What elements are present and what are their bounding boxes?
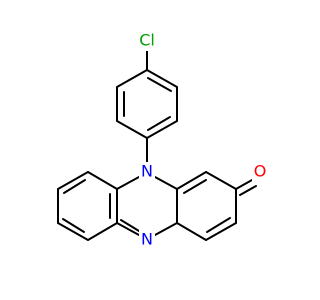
double-bond-rc-o (239, 185, 257, 196)
bond-re-rf (176, 222, 207, 241)
left-benzene-ring (57, 171, 118, 241)
oxygen-label: O (254, 162, 267, 181)
atom-labels: Cl N N O (137, 31, 268, 250)
bond-rc-o (235, 179, 253, 190)
bond-lc-ld (57, 222, 89, 241)
left-double-inner-3 (63, 179, 86, 194)
bond-c4-c5 (116, 120, 148, 139)
bottom-n-double (120, 219, 140, 232)
double-bond-rd-re (206, 217, 231, 233)
bond-rd-re (205, 222, 237, 241)
right-ring (176, 171, 257, 241)
nitrogen-bottom-label: N (141, 230, 153, 249)
molecule-canvas: Cl N N O (57, 30, 268, 250)
bond-c6-c1 (116, 69, 148, 88)
bond-c3-c4 (146, 120, 178, 139)
double-bond-ra-rb (183, 179, 207, 194)
central-ring (116, 176, 178, 236)
bond-n-bottom-left (116, 222, 140, 236)
bond-c1-c2 (146, 69, 178, 88)
chlorine-label: Cl (139, 31, 155, 50)
bond-ra-rb (176, 171, 207, 190)
bond-n-top-right (154, 176, 178, 190)
structure-diagram: Cl N N O (57, 31, 268, 250)
double-bond-inner-1 (147, 77, 172, 92)
nitrogen-top-label: N (141, 162, 153, 181)
bond-lf-la (87, 171, 118, 190)
bond-le-lf (57, 171, 89, 190)
double-bond-inner-2 (147, 116, 171, 131)
bond-n-top-left (116, 176, 140, 190)
bond-lb-lc (87, 222, 118, 241)
bond-rb-rc (205, 171, 237, 190)
bond-n-bottom-right (154, 222, 178, 236)
left-double-inner-2 (62, 218, 85, 233)
chlorophenyl-ring (116, 50, 178, 139)
